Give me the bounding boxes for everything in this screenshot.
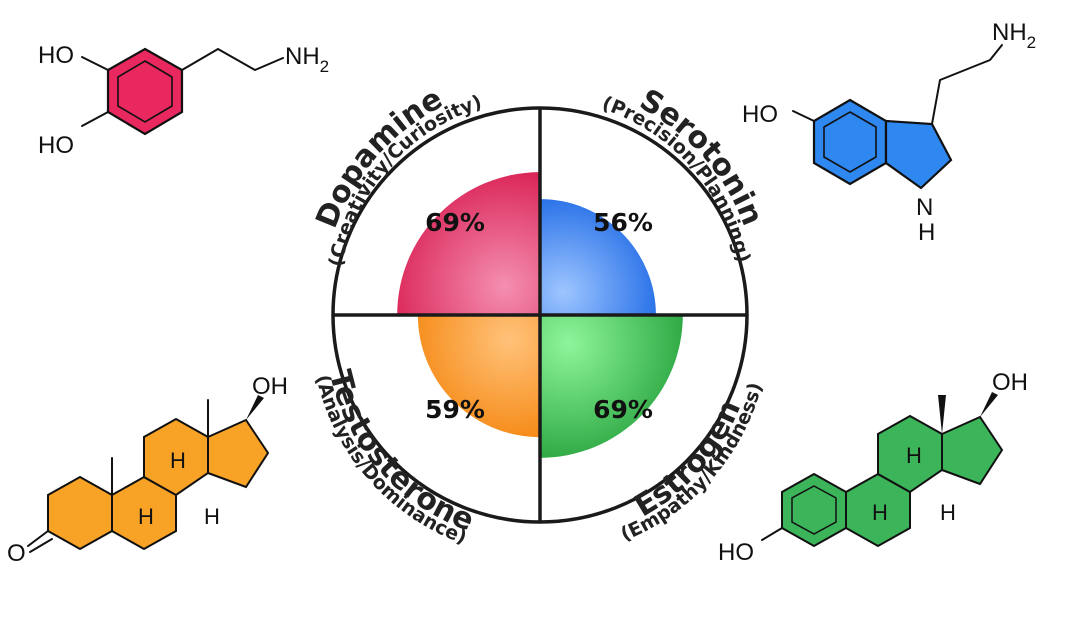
testosterone-h1: H bbox=[170, 448, 186, 473]
testosterone-ring-a bbox=[47, 475, 113, 551]
serotonin-h: H bbox=[918, 219, 935, 246]
testosterone-ring-d bbox=[207, 418, 270, 489]
serotonin-ho: HO bbox=[742, 101, 778, 128]
serotonin-pyrrole-ring bbox=[884, 119, 953, 190]
dopamine-percent: 69% bbox=[425, 208, 485, 237]
testosterone-h3: H bbox=[204, 504, 220, 529]
testosterone-percent: 59% bbox=[425, 395, 485, 424]
serotonin-percent: 56% bbox=[593, 208, 653, 237]
testosterone-h2: H bbox=[138, 504, 154, 529]
estrogen-molecule: HO OH H H H bbox=[718, 369, 1028, 566]
estrogen-wedge bbox=[540, 315, 683, 458]
testosterone-o: O bbox=[7, 540, 26, 567]
testosterone-wedge bbox=[417, 315, 540, 438]
estrogen-h2: H bbox=[872, 500, 888, 525]
quadrant-wedges bbox=[397, 172, 683, 458]
estrogen-percent: 69% bbox=[593, 395, 653, 424]
dopamine-molecule: HO HO NH2 bbox=[38, 42, 329, 159]
estrogen-oh: OH bbox=[992, 369, 1028, 396]
dopamine-nh2: NH2 bbox=[285, 43, 329, 76]
dopamine-ho-top: HO bbox=[38, 42, 74, 69]
testosterone-molecule: O OH H H H bbox=[7, 373, 288, 567]
estrogen-h1: H bbox=[906, 443, 922, 468]
serotonin-molecule: HO NH2 N H bbox=[742, 19, 1036, 246]
dopamine-ho-bottom: HO bbox=[38, 132, 74, 159]
estrogen-ring-d bbox=[941, 415, 1004, 486]
testosterone-oh: OH bbox=[252, 373, 288, 400]
estrogen-h3: H bbox=[940, 500, 956, 525]
estrogen-ho: HO bbox=[718, 539, 754, 566]
serotonin-nh2: NH2 bbox=[992, 19, 1036, 52]
dopamine-wedge bbox=[397, 172, 540, 315]
serotonin-n: N bbox=[916, 194, 933, 221]
serotonin-wedge bbox=[540, 199, 656, 315]
